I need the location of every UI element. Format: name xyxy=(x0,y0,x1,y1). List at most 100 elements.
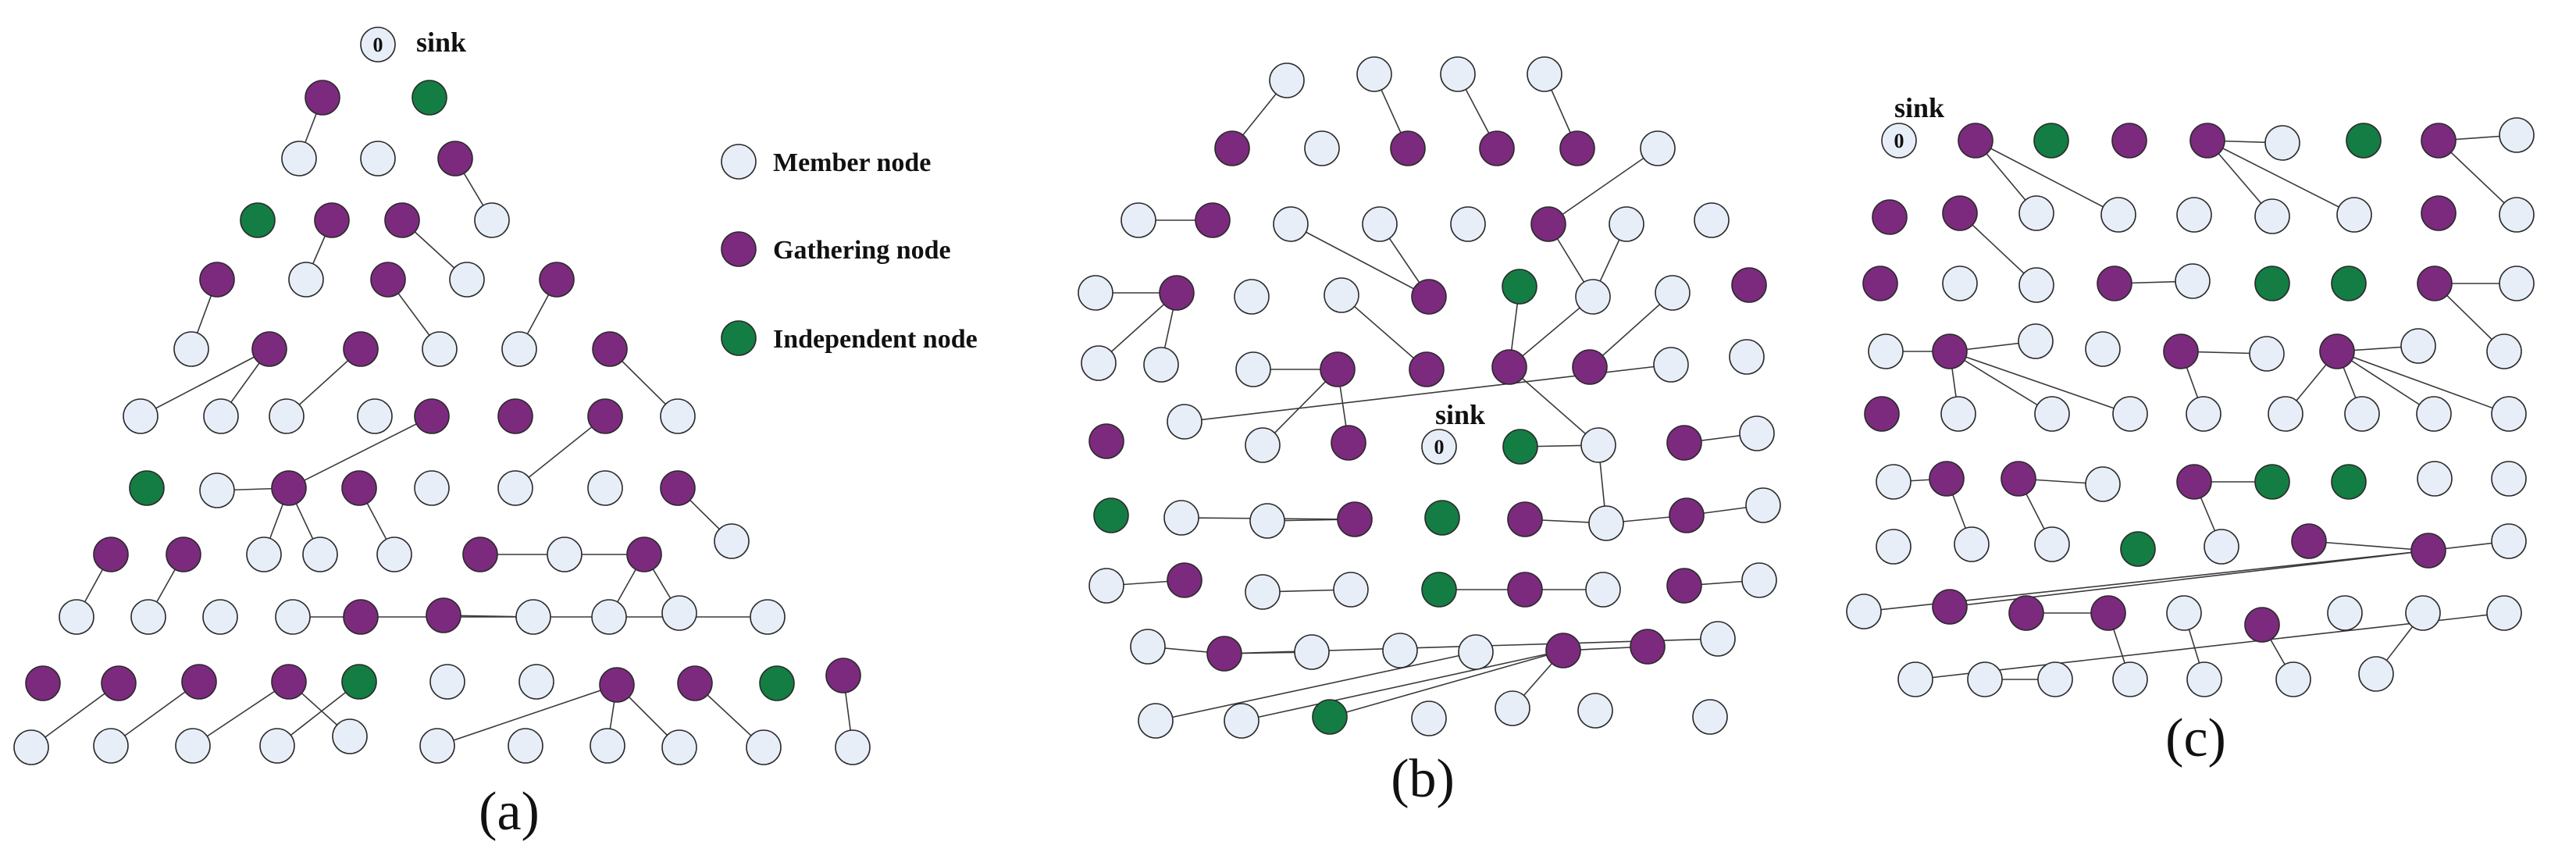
panel-a-gathering-node-24 xyxy=(414,398,450,434)
panel-b-member-node-10 xyxy=(1121,202,1156,238)
panel-c-gathering-node-24 xyxy=(2417,266,2453,301)
panel-b-member-node-56 xyxy=(1333,572,1369,608)
panel-c-gathering-node-0 xyxy=(1958,123,1993,159)
panel-a-gathering-node-16 xyxy=(343,331,379,367)
panel-b-member-node-3 xyxy=(1527,56,1562,92)
panel-a-member-node-44 xyxy=(714,523,750,559)
panel-b-gathering-node-7 xyxy=(1479,130,1515,166)
panel-c-edge-14 xyxy=(1949,351,2053,415)
sink-node-c: 0 xyxy=(1881,123,1917,159)
panel-a-member-node-47 xyxy=(202,599,238,635)
panel-c-member-node-65 xyxy=(2166,595,2202,631)
panel-c-gathering-node-30 xyxy=(2163,333,2199,369)
panel-b-member-node-69 xyxy=(1700,621,1736,657)
panel-c-edge-39 xyxy=(1915,612,2505,680)
panel-b-member-node-1 xyxy=(1356,56,1392,92)
panel-b-edge-15 xyxy=(1509,296,1594,368)
panel-b-member-node-43 xyxy=(1739,415,1775,451)
panel-a-member-node-3 xyxy=(360,141,396,176)
panel-c-gathering-node-32 xyxy=(2319,333,2355,369)
panel-a-member-node-34 xyxy=(587,470,623,506)
panel-b-member-node-61 xyxy=(1741,562,1777,598)
sink-circle-c xyxy=(1881,123,1917,159)
panel-b-independent-node-48 xyxy=(1424,500,1460,536)
panel-b-member-node-46 xyxy=(1249,503,1285,539)
panel-c-member-node-18 xyxy=(1942,266,1978,301)
panel-a-gathering-node-41 xyxy=(462,537,498,572)
panel-a-member-node-76 xyxy=(835,729,871,765)
panel-c-member-node-72 xyxy=(2037,661,2073,697)
panel-b-member-node-55 xyxy=(1245,574,1281,610)
panel-b-member-node-20 xyxy=(1234,279,1270,315)
panel-b-member-node-13 xyxy=(1362,206,1398,242)
panel-a-edge-26 xyxy=(30,683,119,748)
panel-a-gathering-node-31 xyxy=(341,470,377,506)
panel-b-independent-node-23 xyxy=(1502,269,1537,305)
panel-a-member-node-46 xyxy=(130,599,166,635)
panel-c-member-node-13 xyxy=(2254,198,2290,234)
panel-c-member-node-4 xyxy=(2264,125,2300,161)
panel-c-member-node-68 xyxy=(2405,595,2441,631)
panel-a-member-node-74 xyxy=(661,729,697,765)
panel-b-member-node-76 xyxy=(1692,699,1728,735)
panel-c-member-node-44 xyxy=(1876,464,1912,500)
panel-a-gathering-node-6 xyxy=(314,202,350,238)
panel-a-member-node-23 xyxy=(357,398,393,434)
legend-label-member: Member node xyxy=(773,148,931,177)
sink-node-b: 0 xyxy=(1421,429,1457,465)
panel-b-gathering-node-26 xyxy=(1731,267,1767,303)
panel-b-member-node-64 xyxy=(1294,634,1330,670)
panel-a-member-node-70 xyxy=(332,718,368,754)
panel-b-member-node-65 xyxy=(1382,633,1418,668)
panel-b-member-node-50 xyxy=(1588,505,1624,541)
panel-a-gathering-node-30 xyxy=(271,470,307,506)
panel-a-member-node-53 xyxy=(661,595,697,631)
legend: Member node Gathering node Independent n… xyxy=(721,144,978,356)
panel-c-gathering-node-8 xyxy=(1872,199,1908,235)
panel-a-gathering-node-49 xyxy=(343,599,379,635)
panel-c-gathering-node-63 xyxy=(2008,595,2044,631)
panel-b-gathering-node-54 xyxy=(1167,562,1202,598)
panel-b-gathering-node-31 xyxy=(1409,351,1445,387)
panel-b-independent-node-57 xyxy=(1421,572,1457,608)
panel-b-member-node-34 xyxy=(1653,347,1689,383)
panel-b-edge-10 xyxy=(1290,223,1430,298)
panel-a-member-node-40 xyxy=(376,537,412,572)
panel-b-edge-5 xyxy=(1548,148,1659,225)
panel-c-gathering-node-20 xyxy=(2097,266,2132,301)
panel-c-member-node-40 xyxy=(2268,396,2303,432)
panel-b-member-node-37 xyxy=(1167,404,1202,440)
panel-b-member-node-28 xyxy=(1143,347,1179,383)
legend-label-independent: Independent node xyxy=(773,325,978,354)
panel-a-gathering-node-26 xyxy=(587,398,623,434)
panel-c-gathering-node-45 xyxy=(1929,461,1965,497)
panel-c-member-node-12 xyxy=(2176,197,2212,233)
panel-a-gathering-node-15 xyxy=(251,331,287,367)
panel-c-gathering-node-17 xyxy=(1862,266,1898,301)
panel-c-member-node-73 xyxy=(2112,661,2148,697)
panel-a-member-node-67 xyxy=(93,728,129,764)
panel-c-member-node-34 xyxy=(2486,333,2522,369)
panel-b-independent-node-44 xyxy=(1093,497,1129,533)
panel-a-edge-28 xyxy=(192,681,290,747)
panel-c-member-node-37 xyxy=(2034,396,2070,432)
panel-a-independent-node-64 xyxy=(759,665,795,701)
panel-a-gathering-node-55 xyxy=(25,665,61,701)
panel-c-edge-4 xyxy=(2207,140,2355,216)
panel-a-member-node-10 xyxy=(288,262,324,298)
panel-c-gathering-node-48 xyxy=(2176,464,2212,500)
panel-c-member-node-25 xyxy=(2499,266,2535,301)
panel-a-member-node-38 xyxy=(246,537,282,572)
panel-b-edges xyxy=(1096,73,1764,722)
panel-a-gathering-node-4 xyxy=(437,141,473,176)
panel-a-member-node-12 xyxy=(449,262,485,298)
panel-b-member-node-73 xyxy=(1411,700,1447,736)
panel-b-member-node-2 xyxy=(1440,56,1476,92)
panel-c-gathering-node-35 xyxy=(1864,396,1900,432)
panel-c-independent-node-22 xyxy=(2254,266,2290,301)
panel-a-edge-27 xyxy=(110,681,200,747)
panel-b-edge-42 xyxy=(1329,650,1564,718)
panel-b-member-node-62 xyxy=(1130,629,1166,665)
panel-c-independent-node-23 xyxy=(2331,266,2367,301)
panel-b-member-node-75 xyxy=(1577,693,1613,729)
